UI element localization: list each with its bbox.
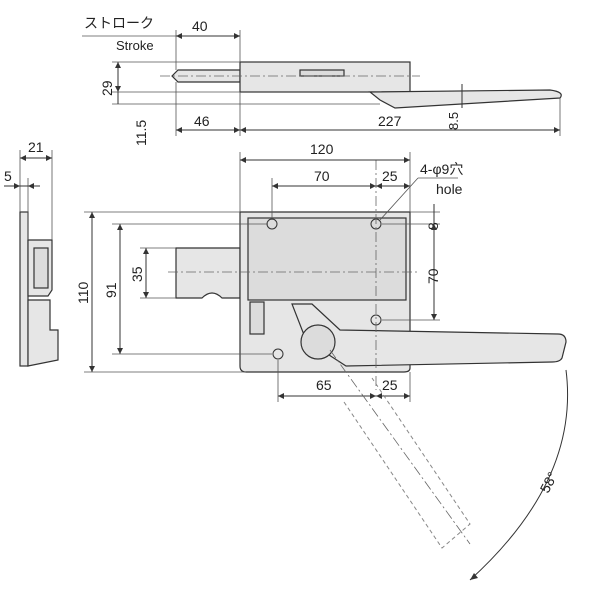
- dim-hole-offset-top: 25: [382, 168, 398, 184]
- handle-top: [368, 89, 562, 109]
- dim-stroke: 40: [192, 18, 208, 34]
- slot-top: [299, 69, 345, 77]
- lower-slot: [249, 301, 265, 335]
- dim-handle-length: 227: [378, 113, 402, 129]
- front-view: 120 70 25 4-φ9穴 hole 8 70 35 91: [75, 141, 567, 402]
- label-stroke-jp: ストローク: [84, 15, 154, 31]
- swing-arc: 58°: [329, 349, 569, 581]
- dim-body-width: 120: [310, 141, 334, 157]
- ghost-handle: [343, 377, 471, 549]
- body-top: [239, 61, 411, 93]
- side-plate: [19, 211, 29, 367]
- dim-handle-thickness: 8.5: [446, 112, 461, 130]
- dim-hole-pitch-vertical: 70: [425, 268, 441, 284]
- side-slot: [33, 247, 49, 289]
- dim-offset: 11.5: [133, 120, 149, 146]
- label-stroke-en: Stroke: [116, 38, 154, 53]
- label-hole-en: hole: [436, 181, 463, 197]
- dim-hole-pitch-top: 70: [314, 168, 330, 184]
- body-recess: [247, 217, 407, 301]
- dim-bolt-length: 46: [194, 113, 210, 129]
- dim-lower-offset: 25: [382, 377, 398, 393]
- handle-front: [291, 303, 567, 367]
- bolt-front: [175, 247, 241, 299]
- dim-front-lip: 5: [4, 168, 12, 184]
- dim-lower-pitch: 65: [316, 377, 332, 393]
- dim-side-height: 29: [99, 80, 115, 96]
- dim-front-depth: 21: [28, 139, 44, 155]
- side-view: 21 5: [4, 139, 59, 367]
- hole-bottom-left: [272, 348, 284, 360]
- dim-swing-angle: 58°: [537, 469, 561, 495]
- handle-pivot: [300, 324, 336, 360]
- top-view: 40 ストローク Stroke 29 11.5 46 227 8.5: [82, 15, 562, 146]
- label-hole-jp: 4-φ9穴: [420, 161, 463, 177]
- dim-inner-height: 91: [103, 282, 119, 298]
- side-block-lower: [27, 299, 59, 367]
- angle-arc: [469, 369, 569, 581]
- dim-overall-height: 110: [75, 281, 91, 304]
- dim-bolt-height: 35: [129, 266, 145, 282]
